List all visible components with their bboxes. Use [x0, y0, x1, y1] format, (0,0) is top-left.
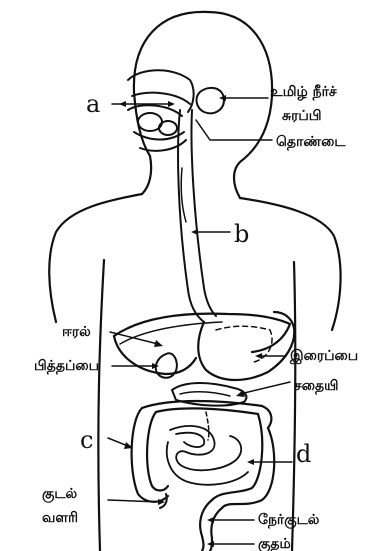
label-appendix-line2: வளரி	[42, 510, 78, 526]
label-pancreas: சதையி	[294, 378, 339, 395]
label-liver: ஈரல்	[62, 324, 91, 340]
label-gallbladder: பித்தப்பை	[34, 358, 99, 375]
label-stomach: இரைப்பை	[289, 348, 358, 364]
oral-cavity	[128, 70, 194, 151]
label-a: a	[86, 90, 100, 118]
label-d: d	[296, 440, 311, 468]
label-b: b	[234, 220, 249, 248]
label-appendix-line1: குடல்	[42, 486, 78, 503]
label-salivary-gland-line2: சுரப்பி	[282, 108, 322, 124]
label-rectum: நேர்குடல்	[258, 512, 320, 529]
small-intestine	[167, 412, 248, 485]
label-anus: குதம்	[258, 536, 291, 551]
label-c: c	[80, 426, 93, 454]
label-pharynx: தொண்டை	[276, 134, 346, 151]
salivary-gland-shape	[197, 88, 224, 113]
label-salivary-gland-line1: உமிழ் நீர்ச்	[270, 84, 337, 101]
leader-lines	[108, 95, 292, 547]
